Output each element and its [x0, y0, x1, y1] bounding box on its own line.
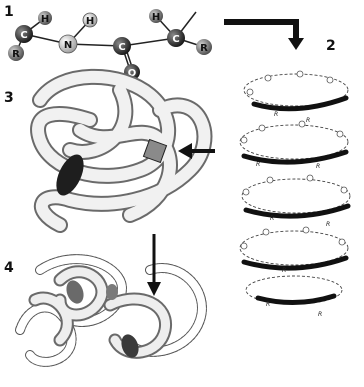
helix-r-label: R [316, 163, 320, 170]
atom-label: C [20, 30, 27, 41]
helix-r-label: R [274, 111, 278, 118]
peptide-backbone: C H R N H C O H C R [8, 9, 212, 80]
atom-label: C [172, 34, 179, 45]
panel-label-4: 4 [4, 260, 14, 276]
helix-r-label: R [282, 267, 286, 274]
panel-label-1: 1 [4, 4, 14, 20]
helix-r-label: R [306, 117, 310, 124]
atom-label: H [152, 12, 160, 23]
alpha-helix: R R R R R R R R R [240, 71, 350, 318]
atom-label: R [12, 49, 20, 60]
atom-label: N [64, 40, 72, 51]
atom-label: R [200, 43, 208, 54]
helix-r-label: R [326, 221, 330, 228]
quaternary-structure [20, 234, 202, 362]
helix-r-label: R [318, 311, 322, 318]
helix-r-label: R [266, 301, 270, 308]
heme-disc [106, 284, 118, 300]
arrow-to-helix [224, 22, 304, 50]
helix-r-label: R [270, 215, 274, 222]
panel-label-3: 3 [4, 90, 14, 106]
tertiary-structure [38, 77, 215, 225]
atom-label: H [86, 16, 94, 27]
panel-label-2: 2 [326, 38, 336, 54]
atom-label: C [118, 42, 125, 53]
helix-r-label: R [256, 161, 260, 168]
atom-label: H [41, 14, 49, 25]
